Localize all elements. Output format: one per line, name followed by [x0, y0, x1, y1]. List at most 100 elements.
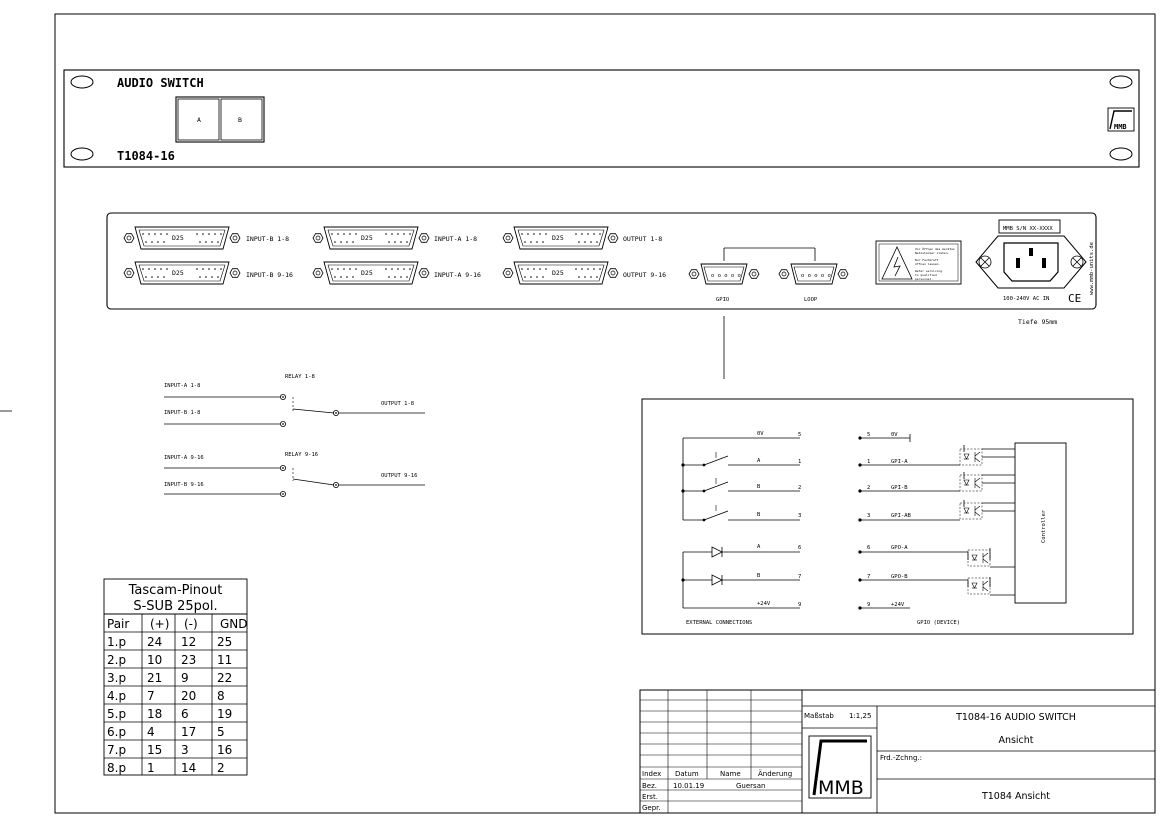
svg-text:D25: D25 — [361, 269, 373, 277]
svg-text:to qualified: to qualified — [915, 273, 937, 277]
title-logo: MMB — [808, 735, 872, 799]
pinout-cell: 17 — [181, 725, 196, 739]
relay-label-9-16: RELAY 9-16 — [285, 452, 318, 458]
ext-row-b: B — [757, 484, 761, 490]
svg-text:personnel.: personnel. — [915, 277, 933, 281]
pinout-cell: 16 — [217, 743, 232, 757]
button-a-label: A — [197, 116, 201, 124]
pinout-title-2: S-SUB 25pol. — [133, 599, 217, 614]
svg-text:Name: Name — [720, 770, 741, 778]
pinout-header-cell: GND — [220, 617, 248, 631]
pinout-cell: 7 — [147, 689, 155, 703]
pinout-cell: 11 — [217, 653, 232, 667]
pinout-title-1: Tascam-Pinout — [128, 583, 223, 598]
dev-row-gpo-b: GPO-B — [891, 574, 908, 580]
svg-text:Datum: Datum — [675, 770, 699, 778]
gpio-diagram: 0V 5 A 1 B 2 B 3 A 6 B 7 +24V 9 EXTERNAL… — [641, 398, 1134, 635]
button-b — [220, 98, 263, 141]
svg-text:MMB: MMB — [818, 777, 864, 799]
svg-text:öffnen lassen.: öffnen lassen. — [915, 262, 940, 266]
pinout-cell: 9 — [181, 671, 189, 685]
pinout-cell: 7.p — [107, 743, 126, 757]
pinout-cell: 4 — [147, 725, 155, 739]
pinout-header-cell: Pair — [107, 617, 129, 631]
pinout-header-cell: (+) — [150, 617, 169, 631]
relay-diagram: RELAY 1-8 INPUT-A 1-8 INPUT-B 1-8 OUTPUT… — [164, 374, 425, 498]
svg-text:o o o o o: o o o o o — [711, 273, 741, 279]
pinout-cell: 19 — [217, 707, 232, 721]
pinout-cell: 25 — [217, 635, 232, 649]
svg-text:3: 3 — [798, 513, 801, 519]
svg-text:2: 2 — [867, 485, 870, 491]
loop-port-label: LOOP — [804, 297, 818, 303]
pinout-cell: 10 — [147, 653, 162, 667]
pinout-cell: 14 — [181, 761, 196, 775]
svg-text:D25: D25 — [552, 234, 564, 242]
svg-text:9: 9 — [867, 602, 870, 608]
dev-row-gpi-b: GPI-B — [891, 485, 908, 491]
pinout-cell: 24 — [147, 635, 162, 649]
pinout-cell: 6.p — [107, 725, 126, 739]
depth-note: Tiefe 95mm — [1018, 318, 1057, 326]
pinout-cell: 20 — [181, 689, 196, 703]
dev-row-gpi-ab: GPI-AB — [891, 513, 912, 519]
pinout-header-cell: (-) — [184, 617, 198, 631]
relay-input-a-1-8: INPUT-A 1-8 — [164, 383, 200, 389]
svg-text:1: 1 — [798, 459, 801, 465]
svg-text:5: 5 — [798, 432, 801, 438]
ext-row-0v: 0V — [757, 431, 764, 437]
pinout-cell: 3.p — [107, 671, 126, 685]
bez-date: 10.01.19 — [673, 782, 704, 790]
relay-output-1-8: OUTPUT 1-8 — [381, 401, 414, 407]
ext-row-b2: B — [757, 512, 761, 518]
svg-text:6: 6 — [798, 545, 801, 551]
pinout-cell: 2.p — [107, 653, 126, 667]
pinout-cell: 1.p — [107, 635, 126, 649]
pinout-cell: 23 — [181, 653, 196, 667]
button-a — [177, 98, 220, 141]
svg-text:Erst.: Erst. — [642, 793, 658, 801]
svg-text:D25: D25 — [172, 269, 184, 277]
pinout-cell: 8.p — [107, 761, 126, 775]
svg-text:1: 1 — [867, 459, 870, 465]
pinout-cell: 18 — [147, 707, 162, 721]
svg-text:Änderung: Änderung — [758, 769, 792, 778]
title-block: Maßstab 1:1,25 T1084-16 AUDIO SWITCH Ans… — [639, 689, 1156, 814]
svg-text:3: 3 — [867, 513, 870, 519]
dev-row-24v: +24V — [891, 602, 905, 608]
ext-row-24v: +24V — [757, 601, 771, 607]
svg-text:o o o o o: o o o o o — [801, 273, 831, 279]
svg-text:D25: D25 — [361, 234, 373, 242]
pinout-cell: 15 — [147, 743, 162, 757]
connector-label-input-a-1-8: INPUT-A 1-8 — [434, 235, 477, 243]
connector-label-output-1-8: OUTPUT 1-8 — [623, 235, 662, 243]
drawing-name: T1084 Ansicht — [981, 791, 1050, 802]
scale-label: Maßstab — [804, 712, 834, 720]
svg-text:Gepr.: Gepr. — [642, 804, 661, 812]
front-logo: MMB — [1107, 107, 1135, 132]
svg-text:Nur Fachkraft: Nur Fachkraft — [915, 258, 939, 262]
relay-label-1-8: RELAY 1-8 — [285, 374, 315, 380]
serial-number: MMB S/N XX-XXXX — [1003, 226, 1053, 232]
dev-row-gpo-a: GPO-A — [891, 545, 908, 551]
pinout-cell: 6 — [181, 707, 189, 721]
connector-label-input-b-1-8: INPUT-B 1-8 — [246, 235, 289, 243]
svg-text:6: 6 — [867, 545, 870, 551]
connector-label-input-a-9-16: INPUT-A 9-16 — [434, 271, 481, 279]
relay-input-a-9-16: INPUT-A 9-16 — [164, 455, 204, 461]
drawing-title: T1084-16 AUDIO SWITCH — [955, 712, 1076, 723]
scale-value: 1:1,25 — [849, 712, 871, 720]
relay-input-b-9-16: INPUT-B 9-16 — [164, 482, 204, 488]
front-title: AUDIO SWITCH — [117, 76, 204, 90]
device-caption: GPIO (DEVICE) — [917, 620, 960, 626]
connector-label-input-b-9-16: INPUT-B 9-16 — [246, 271, 293, 279]
svg-text:Netzstecker ziehen.: Netzstecker ziehen. — [915, 251, 950, 255]
svg-text:MMB: MMB — [1114, 123, 1127, 131]
ext-row-b-led: B — [757, 573, 761, 579]
front-model: T1084-16 — [117, 149, 175, 163]
power-rating: 100-240V AC IN — [1003, 296, 1049, 302]
drawing-view: Ansicht — [998, 735, 1033, 746]
pinout-cell: 8 — [217, 689, 225, 703]
